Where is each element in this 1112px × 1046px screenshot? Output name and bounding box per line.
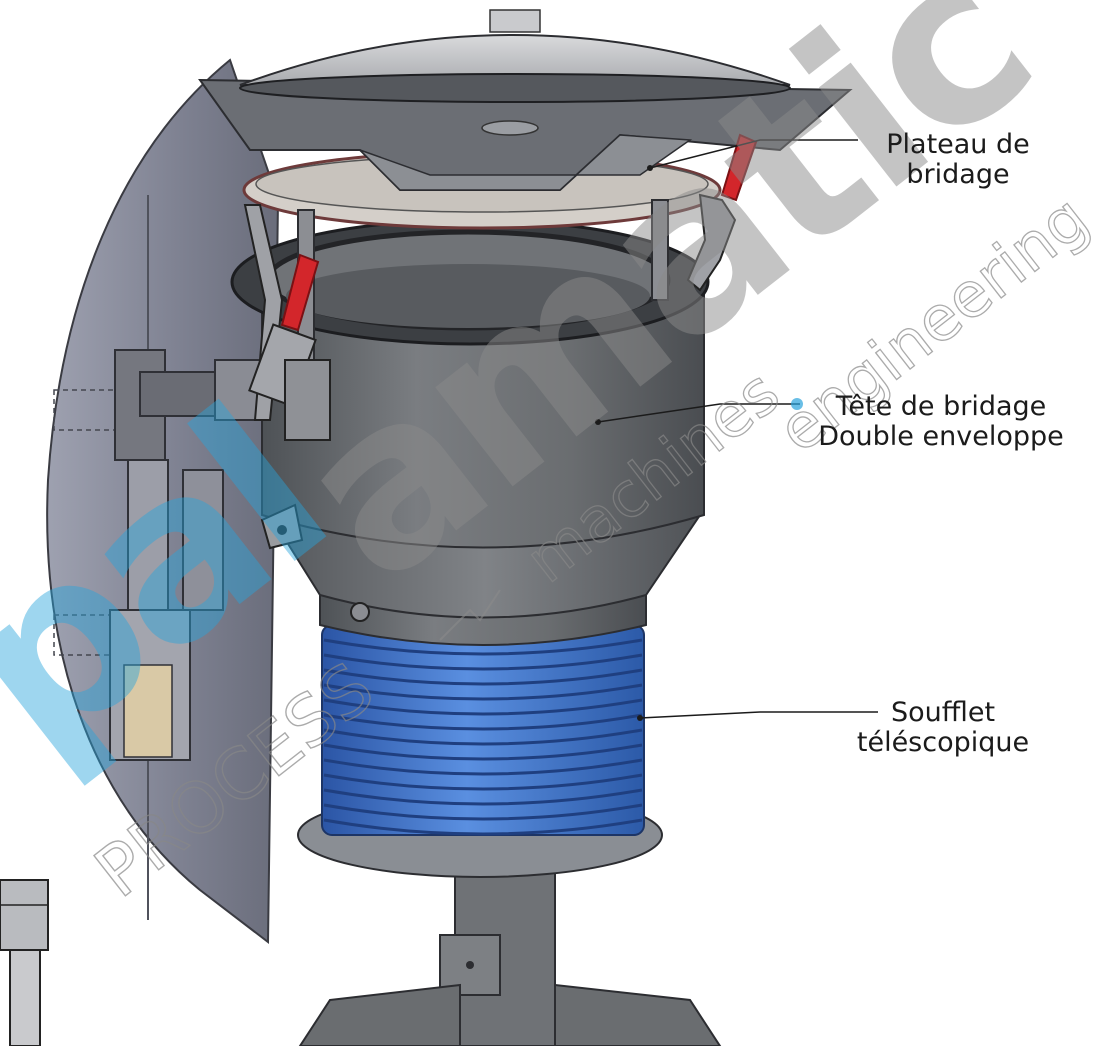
toggle-clamp-left	[243, 204, 331, 441]
lower-frame-fragment	[0, 879, 49, 1046]
top-nozzle	[489, 9, 541, 33]
callout-plateau-line1: Plateau de	[886, 129, 1030, 160]
center-flange	[481, 120, 539, 136]
callout-soufflet-line2: téléscopique	[856, 727, 1030, 758]
pneumatic-cylinder	[182, 469, 224, 611]
leader-plateau	[649, 139, 858, 169]
telescopic-bellows	[321, 624, 645, 836]
toggle-clamp-right	[686, 133, 758, 292]
callout-plateau-line2: bridage	[906, 159, 1010, 190]
column-right	[651, 199, 669, 301]
leader-tete	[597, 403, 800, 423]
base-stand	[298, 859, 722, 1046]
callout-tete-de-bridage: Tête de bridage Double enveloppe	[770, 392, 1112, 452]
callout-soufflet-line1: Soufflet	[890, 697, 996, 728]
top-cover-dome	[239, 34, 791, 86]
callout-tete-line2: Double enveloppe	[818, 421, 1064, 452]
callout-plateau-de-bridage: Plateau de bridage	[838, 130, 1078, 190]
hopper-inner-flap	[359, 134, 693, 191]
watermark-dot	[791, 398, 803, 410]
drain-fitting	[350, 602, 370, 622]
callout-soufflet-telescopique: Soufflet téléscopique	[818, 698, 1068, 758]
rail-slider-window	[123, 664, 173, 758]
top-cover-rim	[239, 73, 791, 103]
leader-soufflet	[639, 711, 878, 719]
head-inner-depth	[286, 264, 650, 328]
watermark-chevrons	[439, 589, 501, 641]
callout-tete-line1: Tête de bridage	[835, 391, 1047, 422]
